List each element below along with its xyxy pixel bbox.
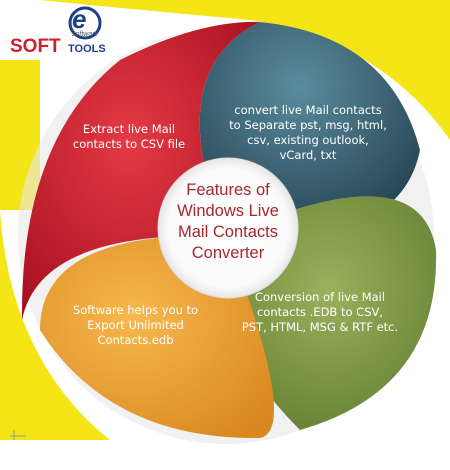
segment-label-green: Conversion of live Mail contacts .EDB to… [240,290,400,335]
yellow-backdrop-top [40,0,450,140]
center-title-line-4: Converter [191,244,265,262]
center-title: Features of Windows Live Mail Contacts C… [162,180,294,264]
center-title-line-3: Mail Contacts [178,223,278,241]
segment-red-line-1: Extract live Mail [82,122,176,136]
softtools-logo: e software SOFT TOOLS [6,4,106,66]
segment-orange-line-1: Software helps you to [72,303,199,317]
segment-teal-line-2: to Separate pst, msg, html, [229,118,387,132]
center-disk [157,157,299,299]
logo-mark-letter: e [72,4,87,34]
segment-teal-line-4: vCard, txt [279,148,337,162]
segment-orange-line-3: Contacts.edb [97,333,174,347]
logo-brand-main: SOFT [10,36,61,57]
segment-teal-line-3: csv, existing outlook, [247,133,369,147]
segment-label-red: Extract live Mail contacts to CSV file [64,122,194,152]
logo-tagline: software [72,31,99,38]
center-title-line-1: Features of [186,181,270,199]
segment-teal-line-1: convert live Mail contacts [234,103,382,117]
segment-orange-line-2: Export Unlimited [87,318,184,332]
yellow-backdrop-bottom [0,210,110,440]
segment-green-line-3: PST, HTML, MSG & RTF etc. [241,320,399,334]
segment-green-line-1: Conversion of live Mail [254,290,386,304]
segment-red-line-2: contacts to CSV file [72,137,186,151]
segment-green-line-2: contacts .EDB to CSV, [256,305,384,319]
logo-brand-secondary: TOOLS [68,43,106,55]
segment-red [21,21,260,321]
segment-label-teal: convert live Mail contacts to Separate p… [228,103,388,163]
center-title-line-2: Windows Live [177,202,279,220]
segment-label-orange: Software helps you to Export Unlimited C… [68,303,203,348]
logo-badge [68,6,102,40]
